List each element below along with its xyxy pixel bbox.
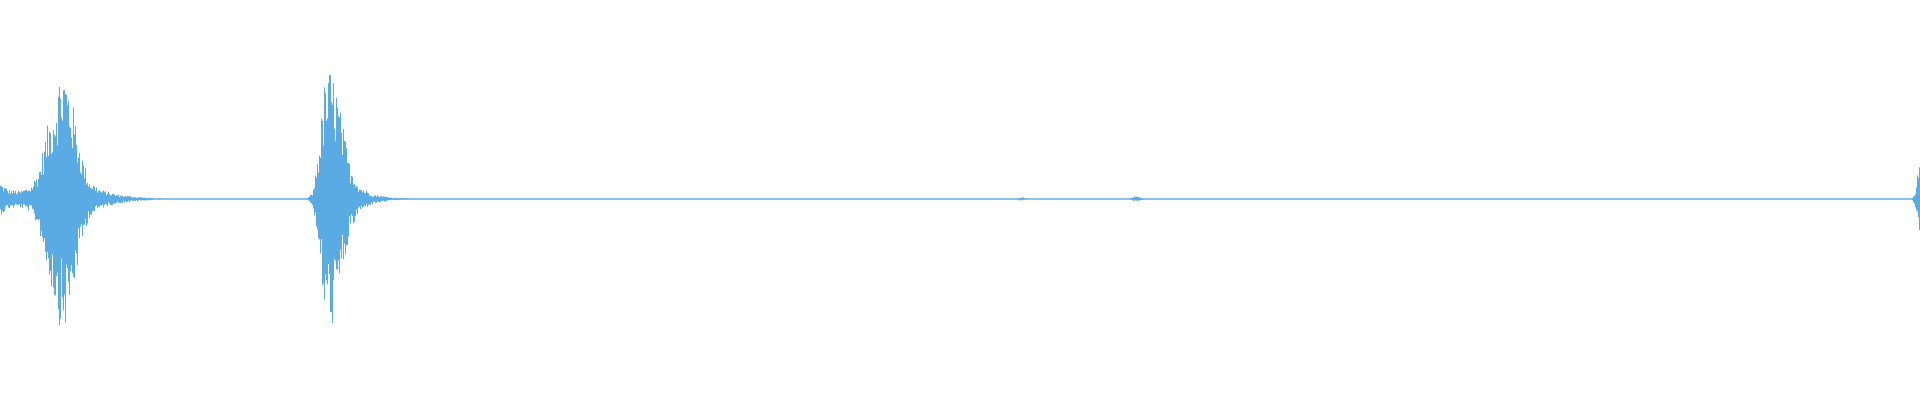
waveform-samples <box>0 74 1920 326</box>
